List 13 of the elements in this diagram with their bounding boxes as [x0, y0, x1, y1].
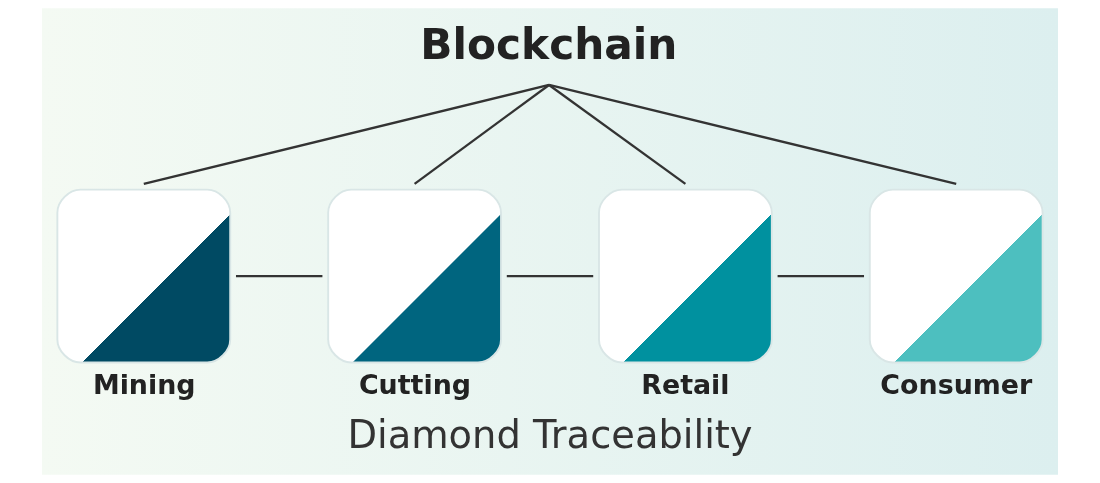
connector	[143, 83, 550, 185]
node-label: Cutting	[358, 368, 472, 400]
node-text: Blockchain	[420, 20, 678, 70]
node-label: Mining	[92, 368, 196, 400]
connector	[548, 83, 957, 185]
connector	[548, 84, 687, 185]
connector	[506, 274, 594, 278]
connector	[413, 84, 550, 185]
caption: Diamond Traceability	[347, 411, 753, 457]
node-label: Consumer	[880, 368, 1033, 400]
connector	[777, 274, 864, 278]
node-label: Retail	[641, 368, 730, 400]
connector	[236, 274, 323, 278]
